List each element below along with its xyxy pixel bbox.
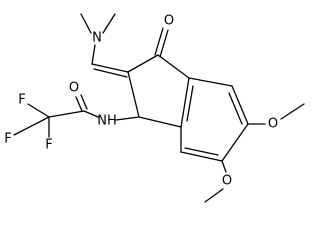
bond-exocyclic-double-a xyxy=(91,63,129,73)
bond-c5-omethoxy-lower xyxy=(221,160,227,173)
bond-c7a-c3a xyxy=(180,77,190,128)
bond-carbonyl-cf3 xyxy=(48,110,85,118)
bond-nh-carbonyl xyxy=(83,110,99,118)
bond-ketone-b xyxy=(159,29,169,58)
bond-exocyclic-double-b xyxy=(93,68,128,78)
bond-carbonyl-oxygen-b xyxy=(80,94,88,110)
bond-c5-c4 xyxy=(180,151,223,162)
atom-label-dimethylamino-n: N xyxy=(92,31,102,46)
bond-cf3-f-left xyxy=(13,116,50,136)
bond-layer xyxy=(13,13,305,203)
bond-c3-c3a xyxy=(138,116,182,128)
bond-c1-c7a xyxy=(157,54,190,79)
bond-c7-c6-inner xyxy=(228,92,243,125)
bond-omethoxy-lower-ch3 xyxy=(204,188,224,203)
bond-c7-c6 xyxy=(231,85,249,125)
atom-label-amide-nh: NH xyxy=(97,114,117,129)
bond-c2-c3 xyxy=(127,71,140,118)
bond-c7a-c3a-inner xyxy=(186,85,194,122)
atom-label-fluorine-3: F xyxy=(45,138,52,153)
bond-c6-c5 xyxy=(221,123,249,162)
bond-c2-c1 xyxy=(127,54,159,73)
bond-c5-c4-inner xyxy=(184,147,219,156)
bond-ketone-a xyxy=(154,27,164,56)
atom-label-amide-o: O xyxy=(69,81,79,96)
bond-c7a-c7 xyxy=(188,77,233,87)
bond-n-methyl-left xyxy=(80,13,92,34)
atom-label-ketone-o: O xyxy=(164,14,174,29)
molecule-structure-diagram: N O O NH F F F O O xyxy=(4,13,305,203)
bond-n-vinyl xyxy=(91,44,96,65)
atom-label-methoxy-o-upper: O xyxy=(268,117,278,132)
bond-omethoxy-upper-ch3 xyxy=(280,103,305,120)
atom-label-layer: N O O NH F F F O O xyxy=(4,14,278,189)
bond-cf3-f-upper xyxy=(27,103,50,118)
bond-n-methyl-right xyxy=(102,13,116,34)
atom-label-fluorine-1: F xyxy=(18,93,25,108)
bond-carbonyl-oxygen-a xyxy=(75,96,83,112)
atom-label-methoxy-o-lower: O xyxy=(222,174,232,189)
bond-c3-nh xyxy=(115,116,140,121)
atom-label-fluorine-2: F xyxy=(4,132,11,147)
